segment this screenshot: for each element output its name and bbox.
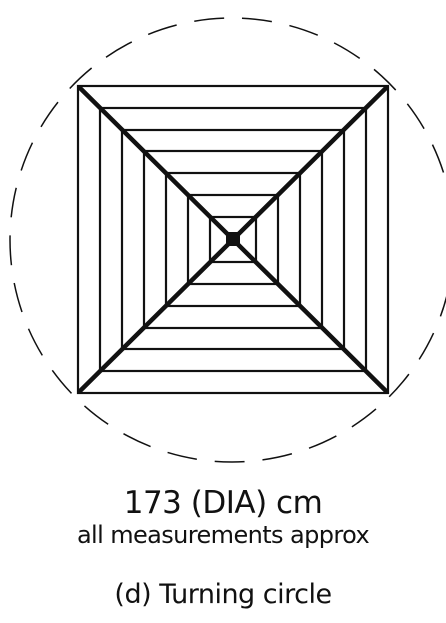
turning-circle-outline [9,17,446,463]
figure-caption: (d) Turning circle [114,579,332,610]
center-hub [226,232,240,246]
canopy-ring [76,84,390,395]
canopy-ring [98,106,368,373]
canopy-ring [186,193,280,286]
canopy-ring [120,128,346,351]
canopy-ring [164,171,302,308]
approx-note: all measurements approx [76,521,370,549]
diameter-label: 173 (DIA) cm [123,485,323,521]
canopy-ring [208,215,258,264]
canopy-ring [142,149,324,330]
canopy-rings [76,84,390,395]
